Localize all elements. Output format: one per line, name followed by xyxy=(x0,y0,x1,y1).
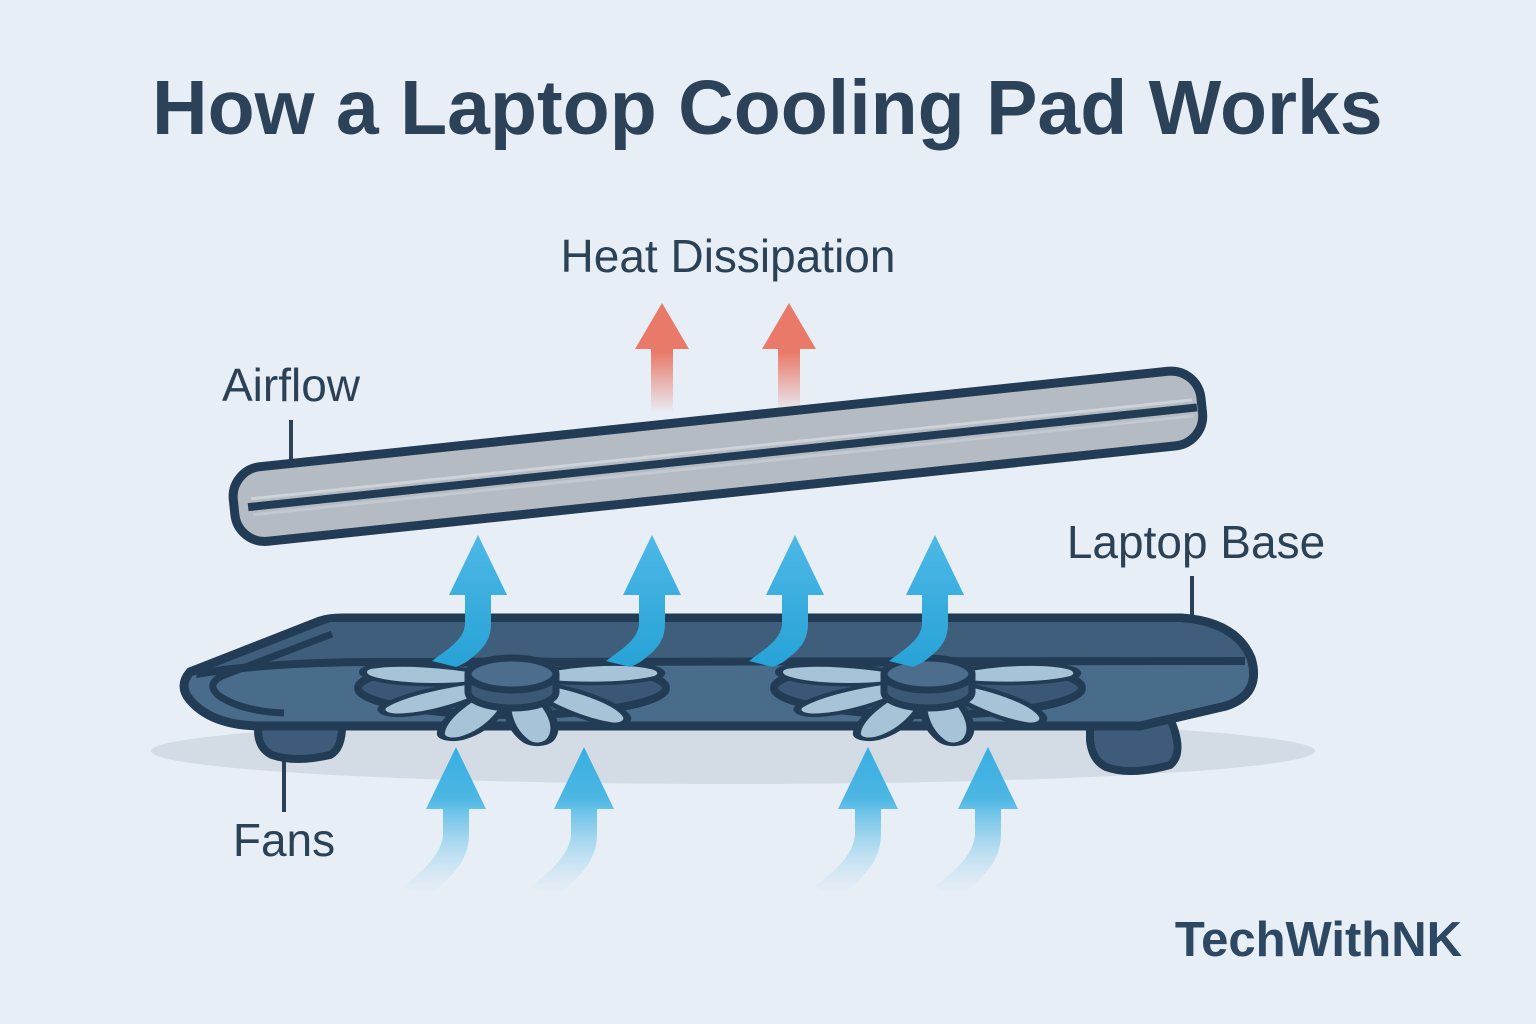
laptop-seam-line xyxy=(247,403,1198,512)
laptop-base-label: Laptop Base xyxy=(1067,516,1325,568)
page-title: How a Laptop Cooling Pad Works xyxy=(152,65,1383,151)
laptop xyxy=(228,366,1208,546)
cooling-pad xyxy=(179,613,1259,746)
watermark: TechWithNK xyxy=(1175,913,1462,967)
fan-hub-top xyxy=(464,654,560,694)
pad-left-bevel-line xyxy=(209,630,334,717)
laptop-highlight-line xyxy=(252,414,1194,517)
fans-label: Fans xyxy=(233,814,335,866)
cooling-fan-right xyxy=(770,654,1086,746)
airflow-label: Airflow xyxy=(222,359,361,411)
pad-front-edge-line xyxy=(195,657,1246,678)
cooling-fan-left xyxy=(354,654,670,746)
heat-dissipation-label: Heat Dissipation xyxy=(561,230,896,282)
laptop-highlight-line xyxy=(251,398,1193,501)
